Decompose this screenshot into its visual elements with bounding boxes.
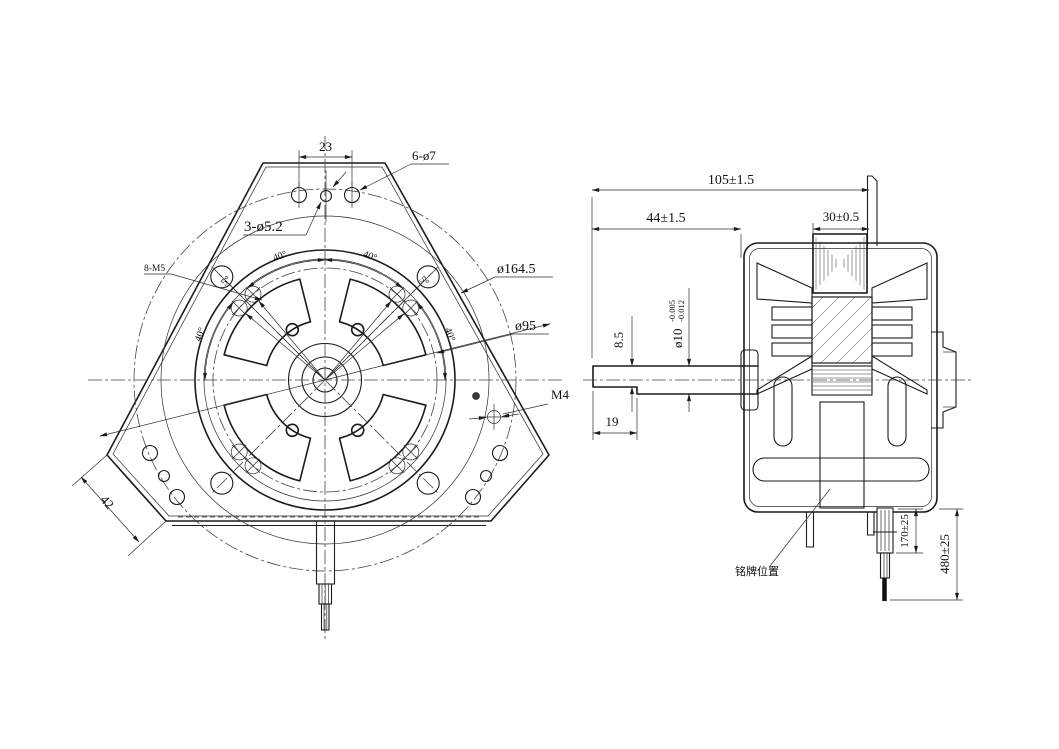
- flange-edge-bottom-right: [866, 512, 875, 536]
- nameplate-label: 铭牌位置: [735, 564, 779, 578]
- shaft: [592, 365, 759, 395]
- dim-44: [591, 226, 742, 258]
- dim-480-label: 480±25: [937, 534, 952, 574]
- dim-42: [71, 454, 167, 557]
- dim-105-label: 105±1.5: [708, 173, 754, 188]
- nameplate-leader: [769, 488, 831, 567]
- stator-left: [756, 262, 813, 395]
- angle-40-label: 40°: [193, 326, 208, 343]
- dim-480: [890, 508, 963, 601]
- front-shaft: [315, 521, 336, 631]
- dim-44-label: 44±1.5: [646, 211, 685, 226]
- label-6xd7: 6-ø7: [412, 148, 436, 163]
- dim-19: [592, 391, 638, 440]
- vent-slot-left: [773, 376, 793, 447]
- stator-right: [871, 262, 928, 395]
- dim-105: [591, 187, 870, 358]
- side-view: 105±1.5 44±1.5 30±0.5 8.5 ø10 -0.005 -0.…: [583, 173, 972, 601]
- label-8xm5: 8-M5: [144, 264, 165, 274]
- flange-edge-bottom-left: [805, 512, 815, 548]
- slot-notch: [350, 423, 365, 438]
- dim-42-label: 42: [97, 492, 117, 512]
- slot-notch: [285, 423, 300, 438]
- vent-slot-long: [752, 457, 930, 482]
- vent-slot-right: [887, 376, 907, 447]
- motor-casing-inner: [749, 248, 932, 507]
- angle-dimension-arcs: [202, 258, 448, 381]
- dim-d10-label: ø10: [670, 329, 685, 349]
- label-m4: M4: [551, 387, 570, 402]
- dim-23-label: 23: [319, 139, 332, 154]
- bearing-boss: [931, 331, 957, 429]
- dim-d10-tol-low: -0.012: [676, 300, 686, 322]
- leader-3xd52: [243, 171, 347, 236]
- dim-170: [896, 508, 923, 554]
- m5-tapped-holes: [230, 285, 420, 475]
- slot-notch: [285, 322, 300, 337]
- pin-hole: [472, 392, 480, 400]
- angle-40-label: 40°: [442, 326, 457, 343]
- dim-23: [298, 150, 353, 188]
- dim-30-label: 30±0.5: [823, 209, 859, 224]
- cable-gland: [873, 507, 897, 601]
- motor-casing: [743, 242, 938, 513]
- mounting-plate-inner-edge: [112, 166, 544, 517]
- dim-170-label: 170±25: [899, 514, 911, 548]
- dim-d10-label-group: ø10 -0.005 -0.012: [667, 300, 686, 348]
- stator-stack-band: [811, 365, 873, 396]
- dim-19-label: 19: [606, 414, 619, 429]
- dim-8p5-label: 8.5: [611, 332, 626, 348]
- nameplate: [819, 401, 865, 509]
- mounting-plate-outline: [106, 162, 550, 522]
- flange-edge-top: [866, 175, 878, 246]
- corner-holes: [210, 265, 440, 495]
- front-view: 40° 40° 40° 40° 5° 5° 23 6-ø7 3-ø5.2: [71, 136, 570, 642]
- dim-30: [812, 223, 870, 236]
- rotor-core: [811, 296, 873, 364]
- leader-d95: [436, 333, 514, 354]
- leader-d164: [460, 276, 496, 294]
- label-3xd52: 3-ø5.2: [244, 219, 283, 235]
- dim-d10-tol-high: -0.005: [667, 300, 677, 322]
- label-d164: ø164.5: [497, 262, 536, 277]
- angle-40-label: 40°: [361, 249, 378, 264]
- label-d95: ø95: [515, 319, 536, 334]
- leader-8xm5: [144, 273, 263, 301]
- slot-notch: [350, 322, 365, 337]
- m4-hole: [468, 392, 549, 430]
- angle-40-label: 40°: [272, 249, 289, 264]
- leader-6xd7: [359, 163, 449, 191]
